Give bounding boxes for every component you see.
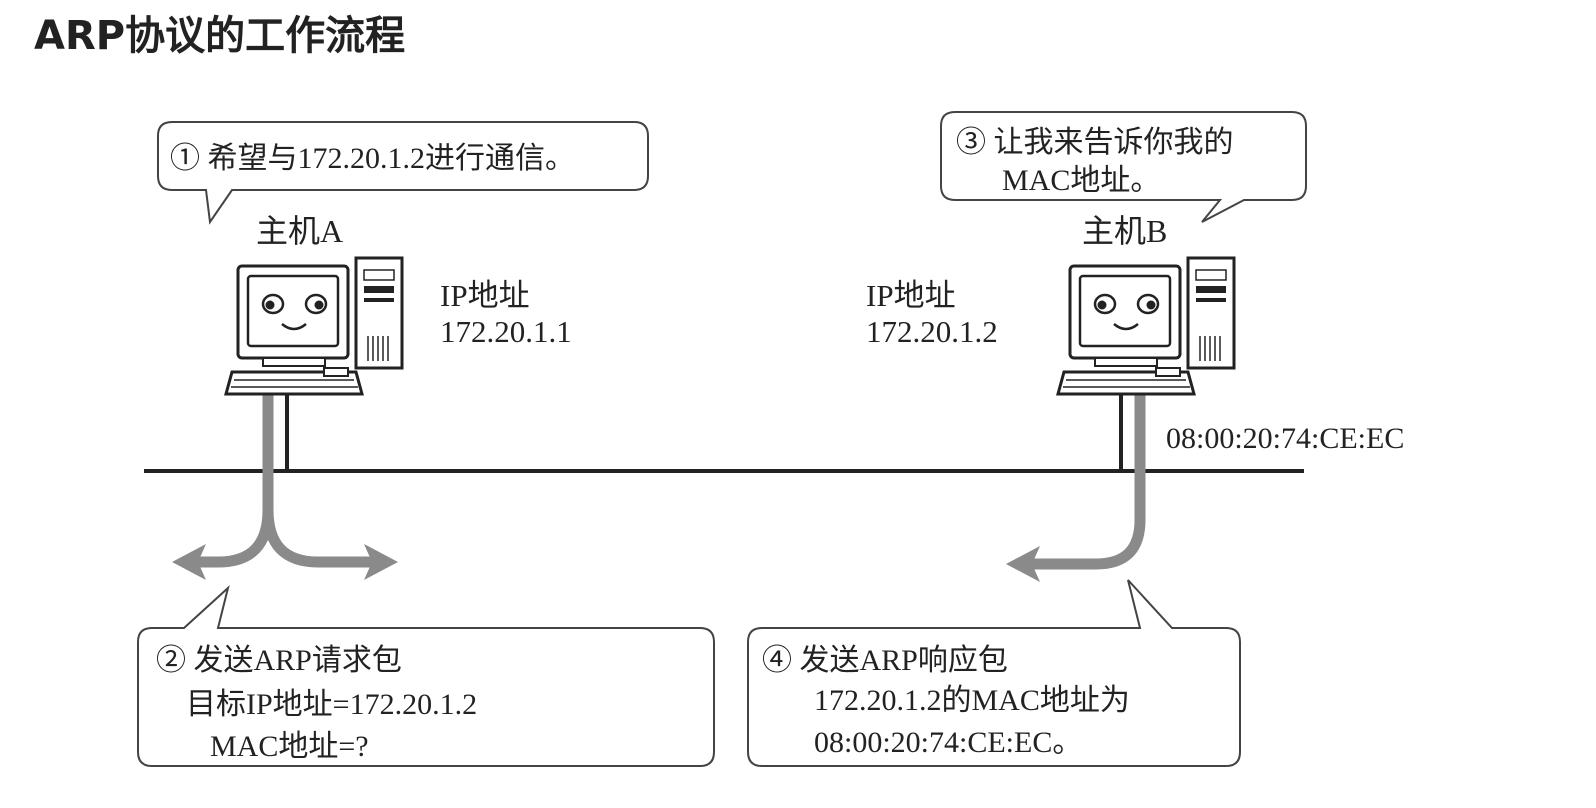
bubble-step4-line1: ④ 发送ARP响应包 [762,644,1008,677]
host-a-ip: 172.20.1.1 [440,314,572,349]
host-b-ip-label: IP地址 [866,278,956,313]
bubble-step1 [157,121,649,225]
host-a-computer [224,256,404,396]
bubble-step4 [747,579,1241,767]
host-b-computer [1056,256,1236,396]
bubble-step3-line1: ③ 让我来告诉你我的 [956,126,1234,159]
page-title: ARP协议的工作流程 [34,13,406,59]
arp-reply-arrow [1026,389,1146,570]
bubble-step4-line2: 172.20.1.2的MAC地址为 [814,684,1130,717]
arp-reply-arrowhead [1006,546,1040,582]
bubble-step2-line2: 目标IP地址=172.20.1.2 [186,688,477,721]
host-a-ip-label: IP地址 [440,278,530,313]
bubble-step1-line1: ① 希望与172.20.1.2进行通信。 [170,142,575,175]
host-b-mac: 08:00:20:74:CE:EC [1166,422,1404,455]
arp-request-arrow [189,389,378,568]
bubble-step2 [137,585,715,767]
bubble-step3 [940,111,1307,223]
bubble-step4-line3: 08:00:20:74:CE:EC。 [814,726,1082,759]
bubble-step2-line1: ② 发送ARP请求包 [156,644,402,677]
bubble-step3-line2: MAC地址。 [1002,164,1160,197]
host-b-ip: 172.20.1.2 [866,314,998,349]
arp-request-arrowheads [172,544,398,580]
bubble-step2-line3: MAC地址=? [210,730,369,763]
host-b-name: 主机B [1082,213,1167,249]
host-a-name: 主机A [256,213,343,249]
